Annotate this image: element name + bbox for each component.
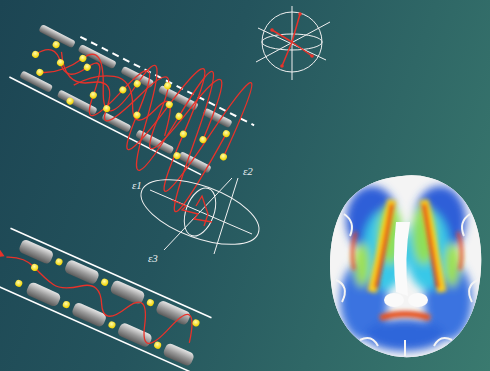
diffusion-ellipsoid [133, 166, 267, 257]
brain-fa-map [325, 170, 490, 365]
diffusion-sphere [256, 6, 330, 80]
axon-top [0, 0, 271, 226]
axis-label: ε3 [148, 253, 158, 264]
axis-label: ε2 [243, 166, 253, 177]
axon-bottom [0, 227, 216, 371]
axis-label: ε1 [132, 180, 142, 191]
